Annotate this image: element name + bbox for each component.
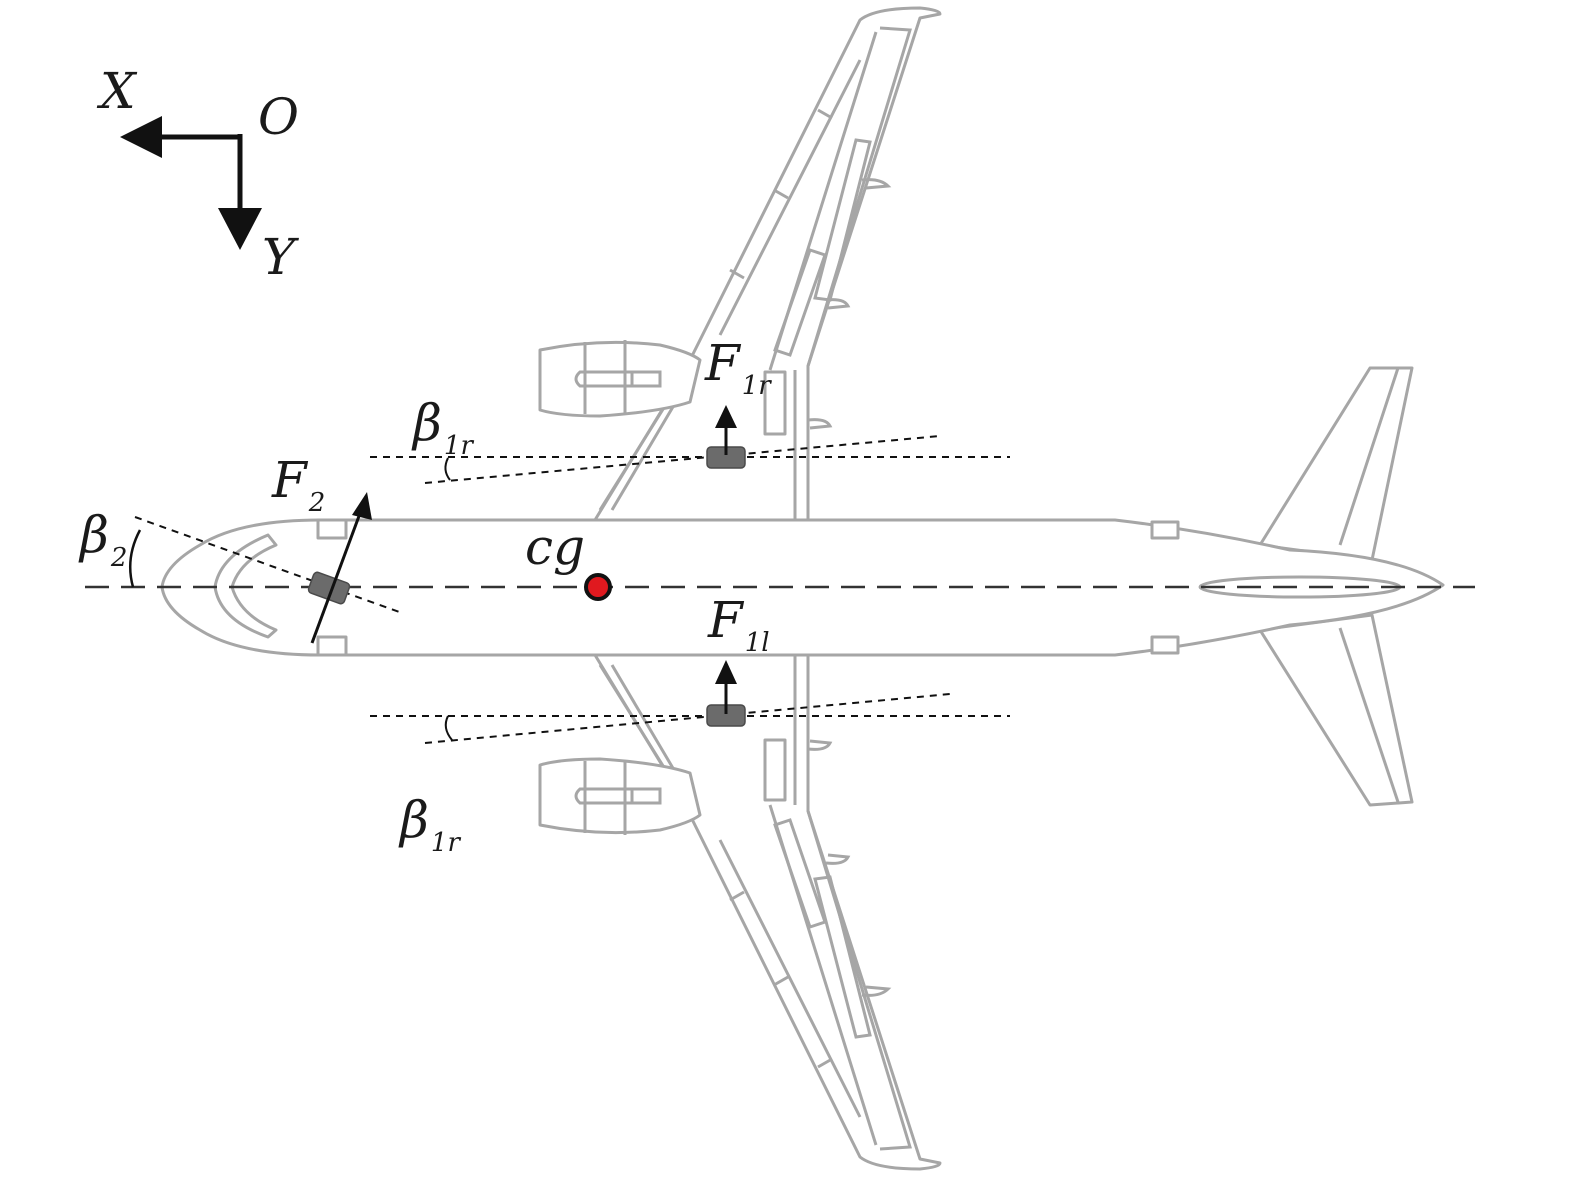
right-gear-reference-lines: [370, 435, 1010, 484]
nose-gear-reference: [128, 516, 403, 614]
f2-sub: 2: [308, 488, 326, 518]
f2-main: F: [272, 451, 307, 509]
y-axis-label: Y: [262, 228, 296, 286]
beta1r-top-label: β1r: [413, 398, 473, 459]
force-vector-f1l: [715, 660, 737, 714]
nose-wheel: [307, 571, 351, 605]
origin-label: O: [258, 88, 299, 146]
bottom-wing: [593, 653, 942, 1171]
beta2-label: β2: [80, 510, 127, 571]
top-wing: [593, 6, 942, 522]
beta1r-top-sub: 1r: [443, 431, 473, 461]
coordinate-axes: [120, 116, 262, 250]
top-engine: [538, 340, 702, 418]
beta2-main: β: [80, 506, 109, 564]
beta2-sub: 2: [110, 543, 128, 573]
f2-label: F2: [272, 455, 325, 516]
cg-label: cg: [525, 518, 586, 576]
beta1r-bottom-main: β: [400, 791, 429, 849]
beta1r-bottom-sub: 1r: [430, 828, 460, 858]
beta1r-bottom-label: β1r: [400, 795, 460, 856]
left-gear-reference-lines: [370, 693, 1010, 744]
bottom-engine: [538, 757, 702, 835]
f1l-main: F: [708, 591, 743, 649]
cg-marker: [584, 573, 612, 601]
f1r-label: F1r: [705, 338, 771, 399]
f1r-sub: 1r: [741, 371, 771, 401]
beta1r-top-main: β: [413, 394, 442, 452]
force-vector-f1r: [715, 405, 737, 455]
force-vector-f2: [310, 492, 372, 644]
fuselage: [160, 518, 1445, 657]
f1r-main: F: [705, 334, 740, 392]
f1l-sub: 1l: [744, 628, 770, 658]
x-axis-label: X: [100, 62, 136, 120]
f1l-label: F1l: [708, 595, 770, 656]
